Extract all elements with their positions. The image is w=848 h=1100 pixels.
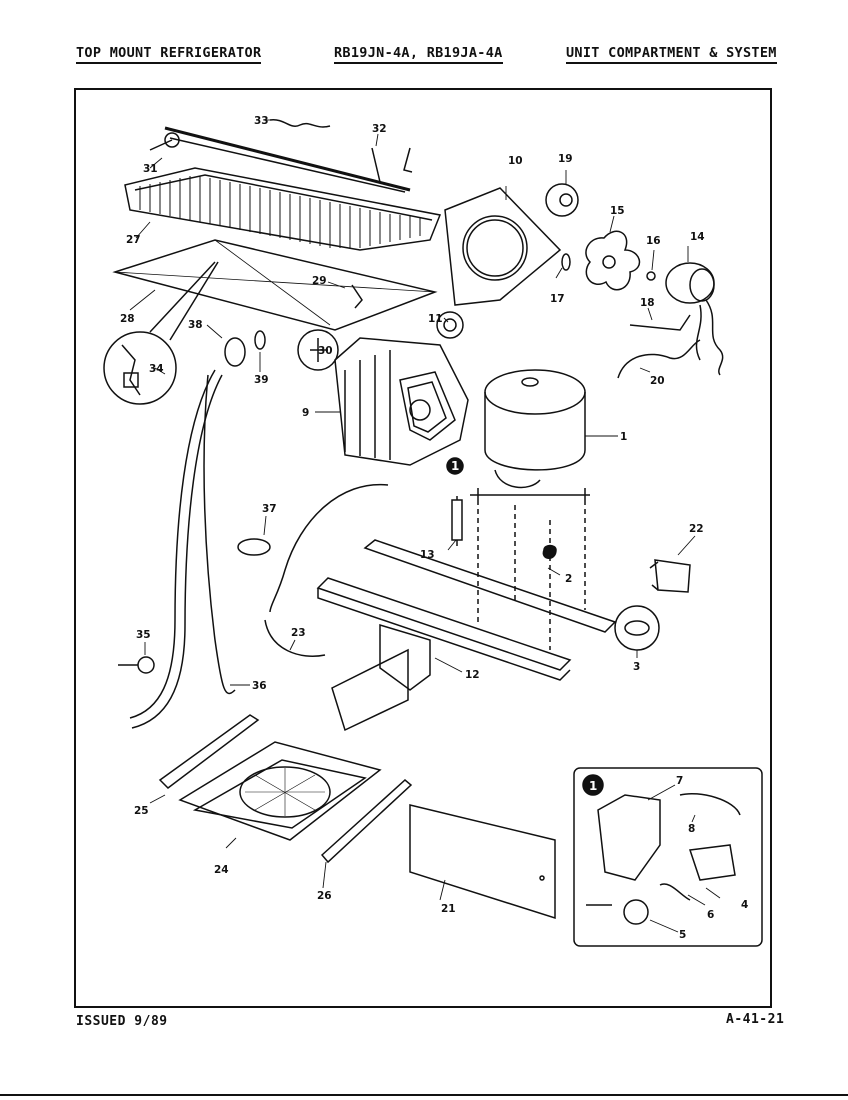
- callout-21: 21: [441, 903, 456, 915]
- evaporator-coil: [124, 167, 442, 251]
- pan-bracket-25: [158, 714, 260, 789]
- page-code: A-41-21: [726, 1012, 785, 1027]
- inset-badge: [582, 774, 604, 796]
- header-section: UNIT COMPARTMENT & SYSTEM: [566, 46, 777, 64]
- condenser-fan-motor: [665, 262, 724, 376]
- overload-relay: [649, 559, 691, 593]
- fan-nut: [646, 271, 656, 281]
- callout-7: 7: [676, 775, 683, 787]
- pan-bracket-26: [320, 779, 413, 864]
- callout-2: 2: [565, 573, 572, 585]
- callout-27: 27: [126, 234, 141, 246]
- callout-15: 15: [610, 205, 625, 217]
- callout-29: 29: [312, 275, 327, 287]
- wire-tie: [237, 538, 271, 556]
- callout-17: 17: [550, 293, 565, 305]
- grommet-38: [224, 337, 246, 367]
- grommet-detail-circle: [614, 605, 660, 651]
- motor-bracket: [629, 314, 691, 331]
- callout-4: 4: [741, 899, 748, 911]
- drier: [451, 496, 463, 546]
- callout-25: 25: [134, 805, 149, 817]
- callout-36: 36: [252, 680, 267, 692]
- base-bracket: [331, 623, 431, 732]
- callout-26: 26: [317, 890, 332, 902]
- issued-date: ISSUED 9/89: [76, 1014, 168, 1029]
- callout-9: 9: [302, 407, 309, 419]
- callout-34: 34: [149, 363, 164, 375]
- callout-32: 32: [372, 123, 387, 135]
- callout-13: 13: [420, 549, 435, 561]
- fan-shroud: [444, 187, 562, 306]
- condenser: [334, 337, 469, 466]
- callout-31: 31: [143, 163, 158, 175]
- bottom-rule: [0, 1094, 848, 1096]
- power-cord: [269, 483, 389, 613]
- header-model-numbers: RB19JN-4A, RB19JA-4A: [334, 46, 503, 64]
- callout-39: 39: [254, 374, 269, 386]
- callout-18: 18: [640, 297, 655, 309]
- diagram-frame: [74, 88, 772, 1008]
- shroud-grommet: [436, 311, 464, 339]
- relay-inset-box: [573, 767, 763, 947]
- fan-motor-wiring: [617, 339, 701, 379]
- callout-38: 38: [188, 319, 203, 331]
- callout-numbers: 1 2 3 4 5 6 7 8 9 10 11 12 13 14 15 16 1…: [120, 115, 748, 941]
- callout-24: 24: [214, 864, 229, 876]
- cord-plug: [264, 619, 326, 657]
- callout-12: 12: [465, 669, 480, 681]
- callout-1: 1: [620, 431, 627, 443]
- callout-10: 10: [508, 155, 523, 167]
- header-title: TOP MOUNT REFRIGERATOR: [76, 46, 262, 64]
- callout-30: 30: [318, 345, 333, 357]
- fan-grommet: [545, 183, 579, 217]
- callout-37: 37: [262, 503, 277, 515]
- callout-28: 28: [120, 313, 135, 325]
- access-cover: [409, 804, 556, 920]
- compressor-marker-number: 1: [451, 459, 459, 473]
- inset-badge-number: 1: [589, 779, 597, 793]
- compressor-inset-marker: [446, 457, 464, 475]
- callout-11: 11: [428, 313, 443, 325]
- condenser-fan-blade: [585, 230, 641, 291]
- fan-clip: [561, 253, 571, 271]
- evaporator-cover-plate: [112, 239, 438, 331]
- compressor: [470, 369, 590, 500]
- callout-5: 5: [679, 929, 686, 941]
- tube-clip: [137, 656, 155, 674]
- callout-leaders: [129, 119, 721, 933]
- compressor-base-rails: [316, 539, 617, 681]
- callout-33: 33: [254, 115, 269, 127]
- callout-35: 35: [136, 629, 151, 641]
- thermostat-detail-circle: [103, 261, 219, 405]
- drain-pan: [178, 741, 382, 841]
- clip-39: [254, 330, 266, 350]
- callout-16: 16: [646, 235, 661, 247]
- callout-6: 6: [707, 909, 714, 921]
- drain-tubing: [129, 369, 236, 729]
- defrost-heater-assembly: [149, 119, 413, 193]
- mounting-alignment-lines: [477, 500, 586, 650]
- callout-19: 19: [558, 153, 573, 165]
- callout-8: 8: [688, 823, 695, 835]
- callout-3: 3: [633, 661, 640, 673]
- callout-22: 22: [689, 523, 704, 535]
- drain-trough-detail: [297, 329, 339, 371]
- callout-20: 20: [650, 375, 665, 387]
- callout-23: 23: [291, 627, 306, 639]
- callout-14: 14: [690, 231, 705, 243]
